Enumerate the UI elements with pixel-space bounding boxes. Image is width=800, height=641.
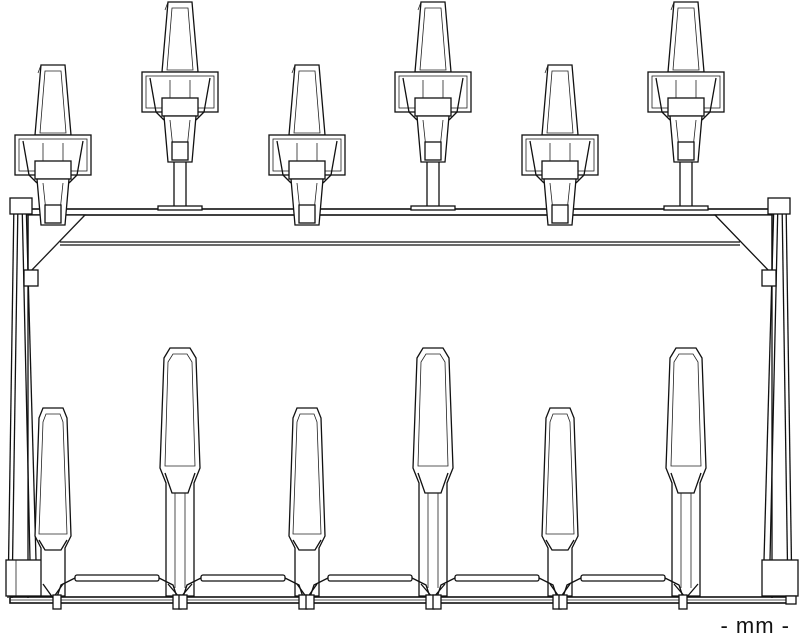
- upper-carrier-4: [394, 1, 472, 211]
- lower-channel-1: [34, 407, 72, 599]
- upper-carrier-3: [268, 64, 346, 226]
- left-post: [5, 197, 47, 599]
- wheel-trays: [52, 574, 688, 610]
- lower-channel-2: [159, 347, 201, 599]
- upper-beam: [27, 208, 773, 273]
- lower-channel-5: [541, 407, 579, 599]
- upper-carriers: [14, 1, 725, 226]
- lower-channel-4: [412, 347, 454, 599]
- upper-carrier-5: [521, 64, 599, 226]
- upper-carrier-6: [647, 1, 725, 211]
- lower-channels: [34, 347, 707, 610]
- lower-channel-6: [665, 347, 707, 599]
- base-rail: [9, 596, 791, 604]
- unit-label: - mm -: [720, 613, 790, 638]
- lower-channel-3: [288, 407, 326, 599]
- right-post: [761, 197, 799, 605]
- upper-carrier-2: [141, 1, 219, 211]
